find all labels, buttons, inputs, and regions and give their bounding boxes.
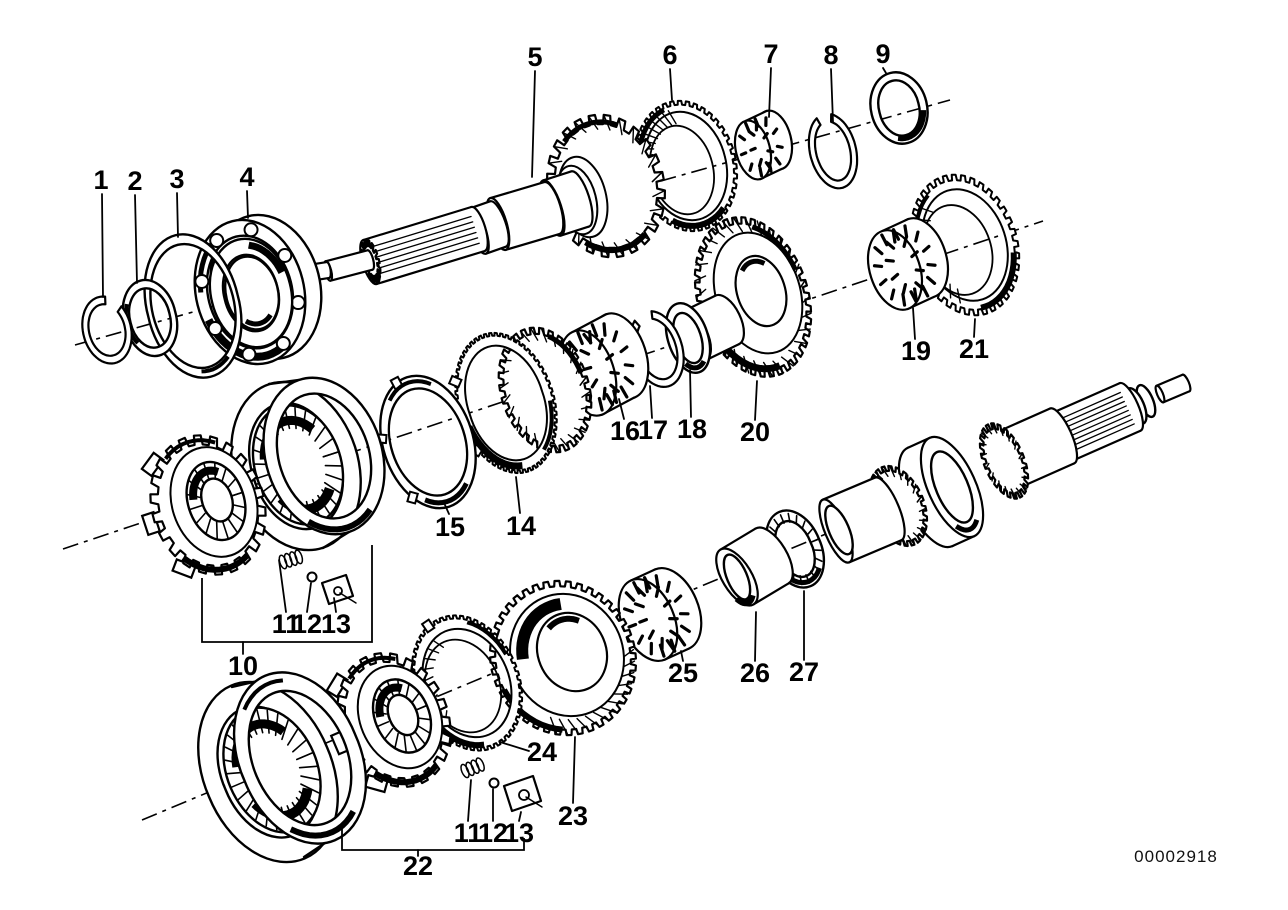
part-bearing-4-bore-shade xyxy=(244,313,273,327)
part-needle-cage-19 xyxy=(866,217,950,311)
callout-22[interactable]: 22 xyxy=(341,829,525,881)
part-output-shaft-bore xyxy=(824,504,854,556)
callout-8-label[interactable]: 8 xyxy=(823,40,838,70)
part-synchro-ring-15 xyxy=(374,374,477,510)
callout-19-label[interactable]: 19 xyxy=(901,336,931,366)
callout-25-label[interactable]: 25 xyxy=(668,658,698,688)
callout-12-label[interactable]: 12 xyxy=(292,609,322,639)
part-needle-cage-7 xyxy=(733,109,794,181)
callout-26-label[interactable]: 26 xyxy=(740,658,770,688)
part-hub-22-splines xyxy=(373,679,431,753)
callout-23-label[interactable]: 23 xyxy=(558,801,588,831)
callout-11-label[interactable]: 11 xyxy=(454,818,483,848)
part-detent-ball-12 xyxy=(306,571,318,583)
callout-8[interactable]: 8 xyxy=(823,40,839,123)
part-hub-22-inner xyxy=(386,693,420,737)
callout-15-label[interactable]: 15 xyxy=(435,512,465,542)
part-gear-20-bore-shade xyxy=(739,258,766,273)
parts-artwork xyxy=(81,71,1192,864)
part-snap-ring-1 xyxy=(81,295,133,365)
part-output-shaft-gear-teeth xyxy=(978,422,1030,500)
callout-12-label[interactable]: 12 xyxy=(478,818,508,848)
part-hub-22-bore-shade xyxy=(375,683,404,718)
part-sliding-key-13b xyxy=(502,774,543,813)
callout-24[interactable]: 24 xyxy=(499,737,557,767)
part-sliding-key-13 xyxy=(320,573,357,606)
callout-22-label[interactable]: 22 xyxy=(403,851,433,881)
callout-3[interactable]: 3 xyxy=(169,164,185,238)
part-shim-ring-3 xyxy=(143,233,243,379)
callout-2-label[interactable]: 2 xyxy=(127,166,142,196)
part-sleeve-10-front xyxy=(262,376,386,536)
callout-27[interactable]: 27 xyxy=(789,590,819,687)
part-sleeve-10-edge-bottom xyxy=(321,530,351,550)
callout-16[interactable]: 16 xyxy=(610,398,640,446)
callout-20-label[interactable]: 20 xyxy=(740,417,770,447)
part-sleeve-22-front xyxy=(232,671,368,845)
callout-13-label[interactable]: 13 xyxy=(321,609,351,639)
callout-12[interactable]: 12 xyxy=(478,788,508,848)
part-spacer-ring-9 xyxy=(869,71,929,145)
callout-21[interactable]: 21 xyxy=(959,318,989,364)
callout-11[interactable]: 11 xyxy=(454,779,483,848)
callout-18[interactable]: 18 xyxy=(677,369,707,444)
callout-13[interactable]: 13 xyxy=(504,811,534,848)
part-bushing-26-bore xyxy=(722,553,752,601)
callout-4[interactable]: 4 xyxy=(239,162,255,219)
callout-18-label[interactable]: 18 xyxy=(677,414,707,444)
part-hub-10-inner xyxy=(199,477,235,523)
part-bushing-26-shade xyxy=(734,594,756,607)
callout-17[interactable]: 17 xyxy=(638,385,668,445)
callout-15[interactable]: 15 xyxy=(435,504,465,542)
part-snap-ring-8 xyxy=(807,113,859,190)
callout-14-label[interactable]: 14 xyxy=(506,511,536,541)
callout-27-label[interactable]: 27 xyxy=(789,657,819,687)
part-gear-23-crescent xyxy=(516,598,562,660)
callout-10-label[interactable]: 10 xyxy=(228,651,258,681)
callout-21-label[interactable]: 21 xyxy=(959,334,989,364)
part-detent-spring-11b xyxy=(460,757,485,779)
part-bearing-4-balls xyxy=(194,222,306,362)
part-output-flange-shade xyxy=(954,519,980,533)
part-detent-spring-11 xyxy=(278,549,304,570)
part-hub-10-bore-shade xyxy=(189,466,220,501)
drawing-number: 00002918 xyxy=(1134,847,1218,866)
callout-13[interactable]: 13 xyxy=(321,597,351,639)
callout-19[interactable]: 19 xyxy=(901,307,931,366)
callout-1-label[interactable]: 1 xyxy=(93,165,108,195)
callout-11[interactable]: 11 xyxy=(272,559,301,639)
callout-1[interactable]: 1 xyxy=(93,165,109,298)
callout-2[interactable]: 2 xyxy=(127,166,143,284)
callout-12[interactable]: 12 xyxy=(292,582,322,639)
part-hub-10-keys xyxy=(140,451,197,580)
callout-14[interactable]: 14 xyxy=(506,476,536,541)
callout-23[interactable]: 23 xyxy=(558,736,588,831)
callout-7[interactable]: 7 xyxy=(763,39,779,118)
callout-25[interactable]: 25 xyxy=(668,650,698,688)
callout-13-label[interactable]: 13 xyxy=(504,818,534,848)
callout-6-label[interactable]: 6 xyxy=(662,40,677,70)
callout-7-label[interactable]: 7 xyxy=(763,39,778,69)
callout-4-label[interactable]: 4 xyxy=(239,162,254,192)
callout-9-label[interactable]: 9 xyxy=(875,39,890,69)
callout-9[interactable]: 9 xyxy=(875,39,891,74)
part-output-flange-face xyxy=(929,450,975,524)
callout-5[interactable]: 5 xyxy=(527,42,543,178)
part-gear-23-bore-shade xyxy=(546,615,580,631)
callout-3-label[interactable]: 3 xyxy=(169,164,184,194)
part-detent-ball-12b xyxy=(488,777,500,789)
callout-20[interactable]: 20 xyxy=(740,380,770,447)
callout-5-label[interactable]: 5 xyxy=(527,42,542,72)
callout-16-label[interactable]: 16 xyxy=(610,416,640,446)
callout-26[interactable]: 26 xyxy=(740,611,770,688)
callout-24-label[interactable]: 24 xyxy=(527,737,557,767)
callout-17-label[interactable]: 17 xyxy=(638,415,668,445)
part-output-shaft-tip xyxy=(1154,373,1192,404)
part-bushing-18-shade xyxy=(684,359,707,371)
callout-11-label[interactable]: 11 xyxy=(272,609,301,639)
callout-6[interactable]: 6 xyxy=(662,40,678,101)
callout-10[interactable]: 10 xyxy=(201,545,373,681)
